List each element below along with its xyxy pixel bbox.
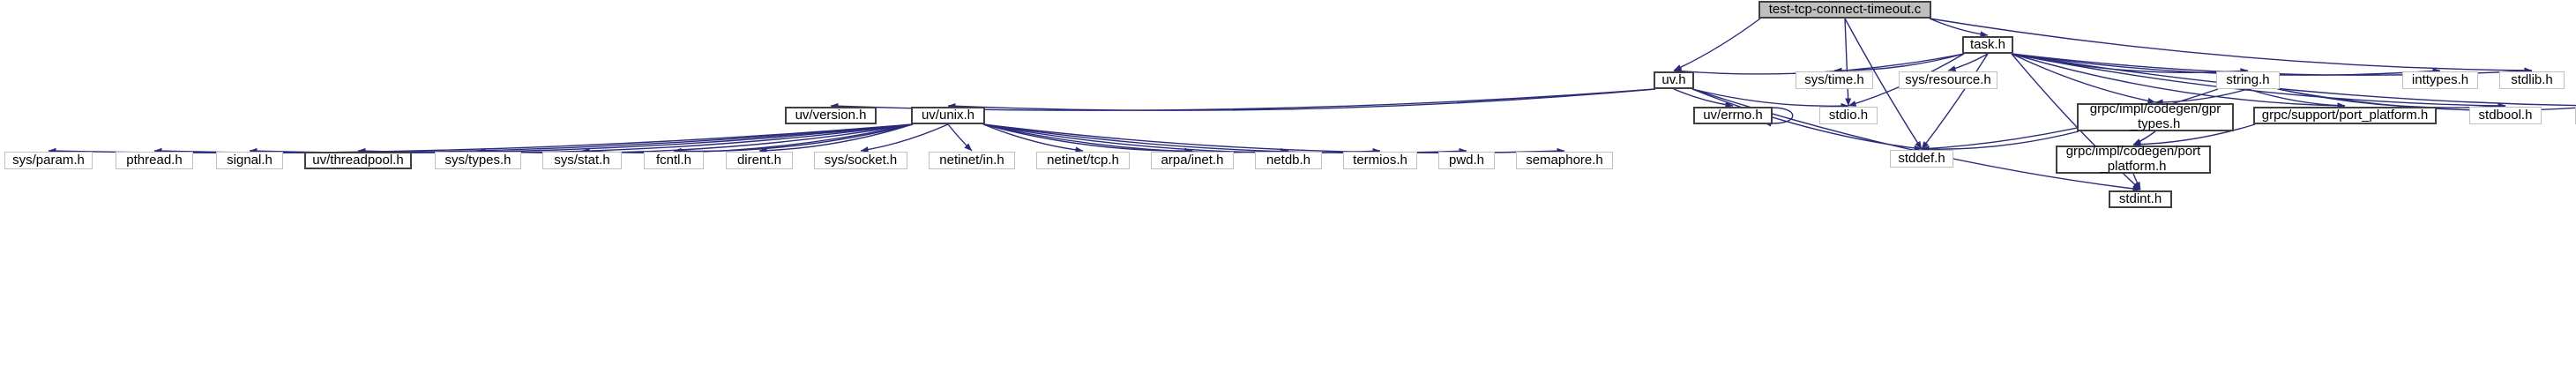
graph-node-portplatform[interactable]: grpc/support/port_platform.h bbox=[2253, 107, 2437, 124]
graph-node-uvversion[interactable]: uv/version.h bbox=[785, 107, 877, 124]
graph-edge-task-to-stdint bbox=[2011, 53, 2141, 190]
graph-edge-uvunix-to-netinetin bbox=[947, 123, 973, 152]
graph-node-pwd[interactable]: pwd.h bbox=[1438, 152, 1495, 169]
graph-edge-root-to-stdio bbox=[1844, 18, 1852, 107]
graph-edge-uvunix-to-systypes bbox=[477, 123, 914, 154]
graph-edge-gprtypes-to-codegenport bbox=[2132, 131, 2156, 146]
graph-edge-stringh-to-gprtypes bbox=[2154, 88, 2249, 106]
graph-node-sysparam[interactable]: sys/param.h bbox=[4, 152, 93, 169]
graph-edge-uvunix-to-netinettcp bbox=[982, 123, 1084, 153]
graph-edge-task-to-gprtypes bbox=[2011, 53, 2156, 104]
graph-edge-stringh-to-portplatform bbox=[2247, 88, 2346, 109]
graph-edge-root-to-uvh bbox=[1673, 18, 1761, 71]
graph-edge-task-to-string bbox=[2011, 53, 2576, 107]
graph-edge-uvunix-to-netdb bbox=[982, 123, 1289, 154]
graph-edge-task-to-systime bbox=[1833, 53, 1965, 74]
graph-node-stdlib[interactable]: stdlib.h bbox=[2499, 71, 2565, 89]
graph-node-uverrno[interactable]: uv/errno.h bbox=[1693, 107, 1773, 124]
graph-node-stdint[interactable]: stdint.h bbox=[2109, 190, 2172, 208]
graph-node-inttypes[interactable]: inttypes.h bbox=[2402, 71, 2478, 89]
graph-node-signal[interactable]: signal.h bbox=[216, 152, 283, 169]
graph-edge-uvh-to-uverrno bbox=[1673, 88, 1734, 108]
graph-node-syssocket[interactable]: sys/socket.h bbox=[814, 152, 907, 169]
graph-edge-task-to-stdbool bbox=[2011, 53, 2506, 109]
graph-edge-task-to-portplatform bbox=[2011, 53, 2346, 109]
graph-node-uvthreadpool[interactable]: uv/threadpool.h bbox=[304, 152, 412, 169]
graph-node-pthread[interactable]: pthread.h bbox=[116, 152, 193, 169]
graph-edge-stringh-to-string bbox=[2277, 88, 2576, 111]
graph-edge-uvh-to-uvunix bbox=[947, 88, 1656, 111]
graph-edge-uverrno-to-uverrno bbox=[1761, 107, 1794, 127]
graph-edge-root-to-stddef bbox=[1844, 18, 1923, 150]
graph-edge-stringh-to-stddef bbox=[1921, 88, 2219, 152]
graph-edge-root-to-task bbox=[1929, 18, 1989, 38]
graph-node-root[interactable]: test-tcp-connect-timeout.c bbox=[1758, 1, 1931, 19]
graph-edge-task-to-sysresource bbox=[1947, 53, 1989, 72]
graph-node-task[interactable]: task.h bbox=[1962, 36, 2013, 54]
graph-edge-uvunix-to-syssocket bbox=[860, 123, 949, 153]
graph-node-netdb[interactable]: netdb.h bbox=[1255, 152, 1322, 169]
graph-node-stdio[interactable]: stdio.h bbox=[1819, 107, 1878, 124]
graph-edge-uvunix-to-termios bbox=[982, 123, 1381, 154]
graph-edge-uvunix-to-dirent bbox=[758, 123, 914, 154]
graph-node-termios[interactable]: termios.h bbox=[1343, 152, 1417, 169]
graph-edge-root-to-stdlib bbox=[1929, 18, 2533, 74]
graph-edge-gprtypes-to-stddef bbox=[1921, 131, 2079, 153]
graph-node-stringh[interactable]: string.h bbox=[2216, 71, 2280, 89]
graph-edge-uvh-to-stdio bbox=[1691, 88, 1849, 109]
graph-node-netinettcp[interactable]: netinet/tcp.h bbox=[1036, 152, 1130, 169]
graph-node-stdbool[interactable]: stdbool.h bbox=[2469, 107, 2542, 124]
graph-node-arpainet[interactable]: arpa/inet.h bbox=[1151, 152, 1234, 169]
graph-node-uvunix[interactable]: uv/unix.h bbox=[911, 107, 985, 124]
graph-edge-uvunix-to-fcntl bbox=[673, 123, 914, 154]
graph-node-uvh[interactable]: uv.h bbox=[1654, 71, 1694, 89]
graph-edge-uvunix-to-uvthreadpool bbox=[357, 123, 914, 154]
graph-node-semaphore[interactable]: semaphore.h bbox=[1516, 152, 1613, 169]
graph-node-fcntl[interactable]: fcntl.h bbox=[644, 152, 704, 169]
graph-node-netinetin[interactable]: netinet/in.h bbox=[929, 152, 1015, 169]
graph-node-gprtypes[interactable]: grpc/impl/codegen/gpr _types.h bbox=[2077, 101, 2234, 131]
graph-node-stddef[interactable]: stddef.h bbox=[1890, 150, 1953, 168]
graph-node-dirent[interactable]: dirent.h bbox=[726, 152, 793, 169]
graph-node-sysresource[interactable]: sys/resource.h bbox=[1899, 71, 1997, 89]
graph-node-codegenport[interactable]: grpc/impl/codegen/port _platform.h bbox=[2056, 144, 2211, 174]
graph-node-sysstat[interactable]: sys/stat.h bbox=[542, 152, 622, 169]
graph-node-systime[interactable]: sys/time.h bbox=[1796, 71, 1873, 89]
graph-edge-uvunix-to-sysstat bbox=[581, 123, 914, 154]
graph-edge-uvh-to-stdint bbox=[1691, 88, 2141, 192]
graph-node-systypes[interactable]: sys/types.h bbox=[435, 152, 521, 169]
graph-edge-task-to-stddef bbox=[1921, 53, 1989, 150]
graph-edge-codegenport-to-stdint bbox=[2132, 173, 2141, 190]
graph-edge-portplatform-to-codegenport bbox=[2132, 123, 2256, 148]
